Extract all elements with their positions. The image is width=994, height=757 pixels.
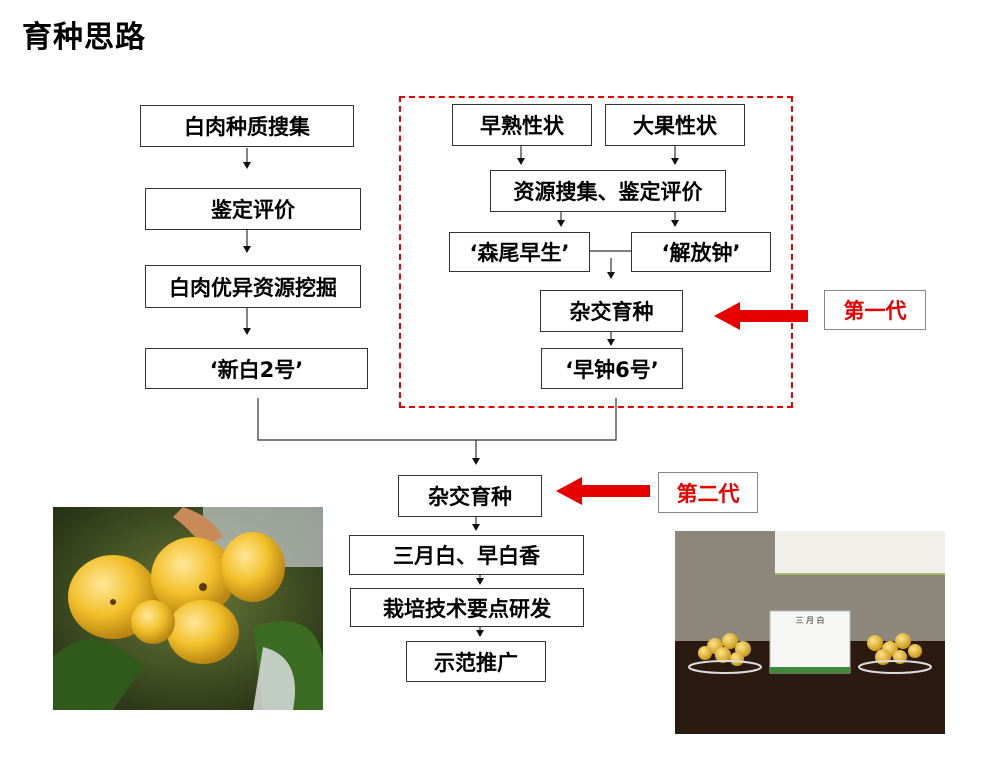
box-jiefangzhong: ‘解放钟’ (631, 232, 771, 272)
gen1-pointer-arrow (714, 302, 808, 330)
box-cultivation-research: 栽培技术要点研发 (350, 588, 584, 627)
gen2-pointer-arrow (556, 477, 650, 505)
box-morio-wase: ‘森尾早生’ (449, 232, 590, 272)
box-zaozhong-6: ‘早钟6号’ (541, 348, 683, 389)
box-demonstration-promotion: 示范推广 (406, 641, 546, 682)
sanyuebai-exhibit-photo: 三 月 白 (675, 531, 945, 734)
box-identification-evaluation: 鉴定评价 (145, 188, 361, 230)
box-sanyuebai-zaobaixiang: 三月白、早白香 (349, 535, 584, 575)
box-resource-mining: 白肉优异资源挖掘 (145, 265, 361, 308)
gen2-label: 第二代 (658, 472, 758, 513)
box-early-ripening-trait: 早熟性状 (452, 104, 592, 146)
exhibit-card-title: 三 月 白 (795, 616, 825, 625)
box-gen2-cross-breeding: 杂交育种 (398, 475, 542, 517)
box-white-germplasm-collection: 白肉种质搜集 (140, 105, 354, 147)
page-title: 育种思路 (22, 20, 146, 55)
gen1-label: 第一代 (824, 290, 926, 330)
box-xinbai-2: ‘新白2号’ (145, 348, 368, 389)
merge-line (257, 398, 617, 441)
box-resource-collection-evaluation: 资源搜集、鉴定评价 (490, 170, 726, 212)
loquat-fruit-photo (53, 507, 323, 710)
gen1-group-frame (399, 96, 793, 408)
box-large-fruit-trait: 大果性状 (605, 104, 745, 146)
box-gen1-cross-breeding: 杂交育种 (540, 290, 683, 332)
